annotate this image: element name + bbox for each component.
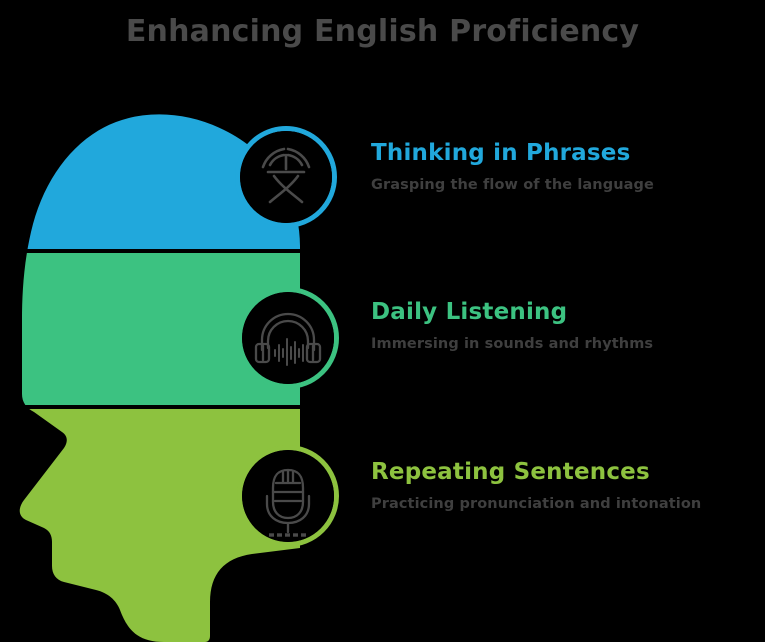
language-character-signal-icon [261, 147, 311, 204]
icon-badge-daily-listening[interactable] [237, 287, 339, 389]
item-subtext: Practicing pronunciation and intonation [371, 496, 702, 512]
headphones-waveform-icon [254, 312, 322, 366]
item-text-repeating-sentences: Repeating Sentences Practicing pronuncia… [371, 459, 701, 512]
icon-badge-repeating-sentences[interactable] [237, 445, 339, 547]
item-heading: Thinking in Phrases [371, 140, 631, 166]
badge-ring-lime [237, 445, 339, 547]
item-text-thinking-in-phrases: Thinking in Phrases Grasping the flow of… [371, 140, 654, 193]
badge-disc [240, 131, 332, 223]
microphone-icon [265, 468, 311, 537]
item-subtext: Immersing in sounds and rhythms [371, 336, 654, 352]
page-title: Enhancing English Proficiency [125, 14, 640, 49]
badge-ring-green [237, 287, 339, 389]
item-subtext: Grasping the flow of the language [371, 177, 654, 193]
badge-ring-blue [235, 126, 337, 228]
item-text-daily-listening: Daily Listening Immersing in sounds and … [371, 299, 653, 352]
icon-badge-thinking-in-phrases[interactable] [235, 126, 337, 228]
badge-disc [242, 292, 334, 384]
item-heading: Repeating Sentences [371, 459, 650, 485]
item-heading: Daily Listening [371, 299, 568, 325]
